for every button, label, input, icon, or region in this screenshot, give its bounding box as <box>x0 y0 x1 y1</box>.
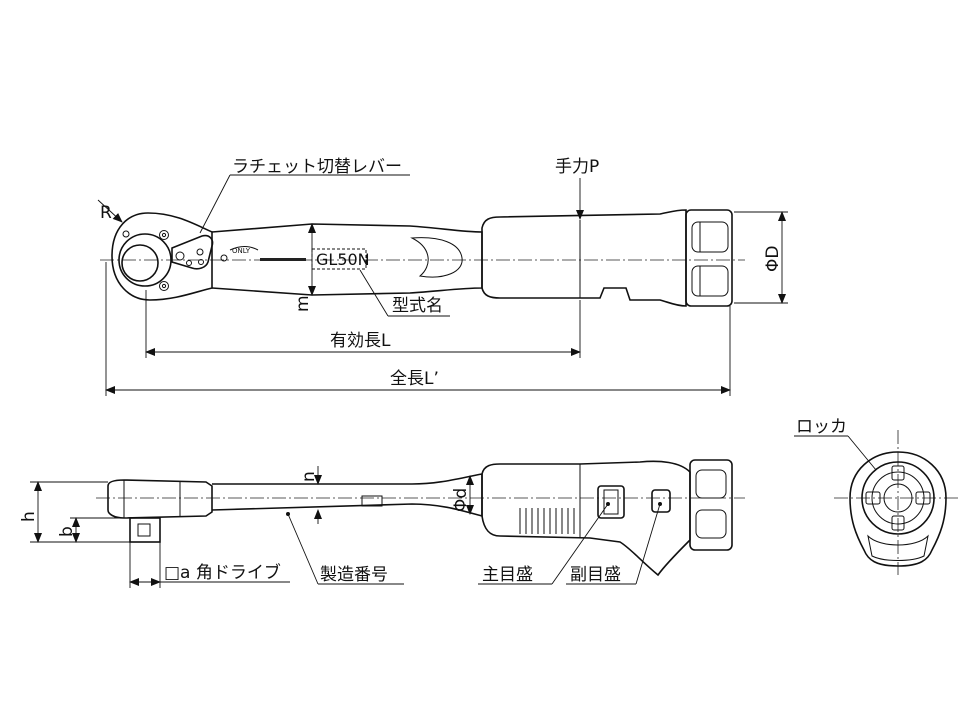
only-mark: ONLY <box>232 247 251 255</box>
model-code: GL50N <box>316 250 370 269</box>
sub-scale-leader <box>635 503 661 585</box>
sub-scale-knob <box>651 489 671 513</box>
end-outline <box>849 451 947 567</box>
main-scale-leader <box>551 503 609 585</box>
ratchet-lever-label: ラチェット切替レバー <box>232 157 402 177</box>
diameter-D-label: ΦD <box>763 246 783 272</box>
overall-length-label: 全長L’ <box>390 369 439 389</box>
serial-leader <box>287 513 319 585</box>
grip-point-label: 手力P <box>555 157 599 177</box>
lever-leader <box>199 174 231 234</box>
end-view: ロッカ <box>794 417 960 575</box>
radius-leader <box>97 199 123 223</box>
ratchet-head <box>111 212 228 301</box>
serial-plate <box>361 495 383 507</box>
main-scale-window <box>597 485 625 519</box>
ratchet-body-ring <box>118 233 172 287</box>
locker-label: ロッカ <box>796 417 847 437</box>
sub-scale-label: 副目盛 <box>570 565 621 585</box>
serial-number-label: 製造番号 <box>320 565 388 585</box>
screw-icon <box>220 254 228 262</box>
radius-label: R <box>100 203 112 223</box>
locker-cap-side <box>689 459 733 551</box>
model-name-label: 型式名 <box>392 296 443 316</box>
top-view: R ONLY GL50N ラチェット切替レバ <box>97 157 788 396</box>
diameter-d-label: Φd <box>451 488 471 512</box>
ratchet-head-side <box>107 479 213 519</box>
side-view: h b n Φd □a 角ドライブ 製造番号 主目盛 副目盛 <box>19 459 745 588</box>
width-m-label: m <box>293 295 313 312</box>
effective-length-label: 有効長L <box>330 331 391 351</box>
height-h-label: h <box>19 511 39 522</box>
main-scale-label: 主目盛 <box>482 565 533 585</box>
height-n-label: n <box>299 471 319 482</box>
ratchet-switch-lever <box>171 234 214 270</box>
square-drive-label: □a 角ドライブ <box>164 562 281 583</box>
locker-cap <box>685 209 733 307</box>
tube-side <box>211 473 483 518</box>
drive-hole <box>121 244 159 282</box>
tube-slot <box>410 237 463 278</box>
grip-side <box>481 460 691 577</box>
height-b-label: b <box>57 526 77 537</box>
grip <box>481 209 687 307</box>
locker-leader <box>847 435 877 471</box>
square-drive <box>129 517 161 543</box>
locker-ring <box>861 461 935 535</box>
model-leader <box>359 269 389 317</box>
wrench-body: ONLY GL50N <box>211 223 483 296</box>
brand-print <box>260 258 306 261</box>
grip-ribs <box>519 508 575 534</box>
